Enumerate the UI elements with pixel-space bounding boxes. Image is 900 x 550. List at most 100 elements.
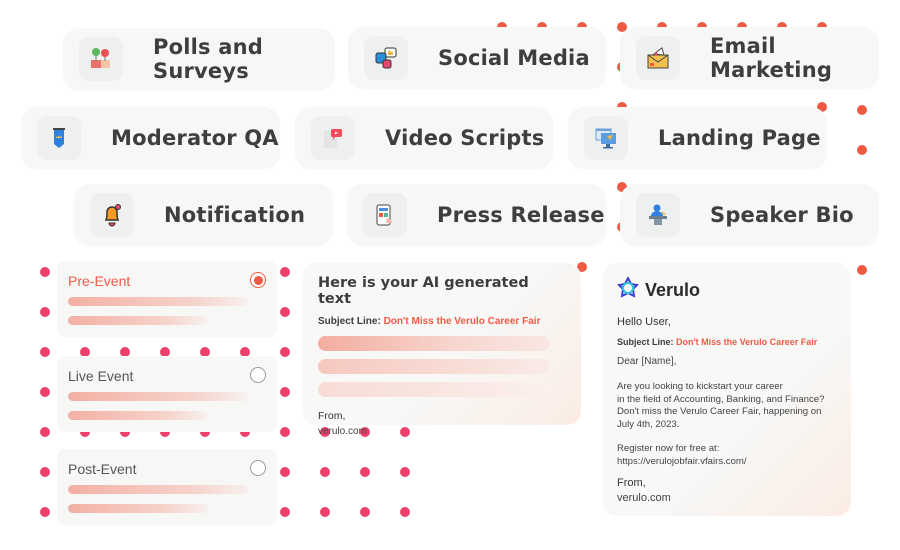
decor-dot: [857, 265, 867, 275]
subject-line: Subject Line: Don't Miss the Verulo Care…: [318, 316, 565, 327]
email-body: Are you looking to kickstart your career…: [617, 381, 837, 431]
chip-notification[interactable]: Notification: [74, 184, 333, 246]
chip-label: Video Scripts: [385, 126, 545, 150]
stage-radio[interactable]: [250, 460, 266, 476]
chip-label: Notification: [164, 203, 306, 227]
register-line: Register now for free at:: [617, 443, 720, 454]
chip-polls-and-surveys[interactable]: Polls and Surveys: [63, 28, 335, 90]
chip-social-media[interactable]: Social Media: [348, 27, 606, 89]
decor-dot: [280, 507, 290, 517]
chip-label: Speaker Bio: [710, 203, 854, 227]
decor-dot: [817, 102, 827, 112]
chip-speaker-bio[interactable]: Speaker Bio: [620, 184, 879, 246]
decor-dot: [120, 427, 130, 437]
decor-dot: [360, 467, 370, 477]
social-media-icon: [364, 36, 408, 80]
chip-label: Email Marketing: [710, 34, 833, 82]
press-release-tablet-icon: [363, 193, 407, 237]
video-script-icon: [311, 116, 355, 160]
decor-dot: [280, 387, 290, 397]
brand: Verulo: [616, 275, 837, 304]
decor-dot: [320, 507, 330, 517]
body-line: Are you looking to kickstart your career: [617, 381, 783, 392]
chip-label: Landing Page: [658, 126, 821, 150]
decor-dot: [360, 507, 370, 517]
chip-label: Moderator QA: [111, 126, 279, 150]
subject-value: Don't Miss the Verulo Career Fair: [383, 316, 541, 327]
decor-dot: [400, 467, 410, 477]
subject-key: Subject Line:: [617, 337, 674, 347]
decor-dot: [577, 262, 587, 272]
stage-radio-selected[interactable]: [250, 272, 266, 288]
decor-dot: [160, 427, 170, 437]
decor-dot: [40, 347, 50, 357]
decor-dot: [857, 105, 867, 115]
decor-dot: [280, 467, 290, 477]
decor-dot: [280, 347, 290, 357]
subject-line: Subject Line: Don't Miss the Verulo Care…: [617, 337, 837, 347]
stage-label: Live Event: [68, 368, 134, 384]
event-stage-post-event[interactable]: Post-Event: [57, 449, 277, 525]
subject-key: Subject Line:: [318, 316, 381, 327]
moderator-badge-icon: [37, 116, 81, 160]
decor-dot: [40, 387, 50, 397]
event-stage-live-event[interactable]: Live Event: [57, 356, 277, 432]
subject-value: Don't Miss the Verulo Career Fair: [676, 337, 818, 347]
speaker-podium-icon: [636, 193, 680, 237]
decor-dot: [280, 267, 290, 277]
decor-dot: [40, 267, 50, 277]
placeholder-line: [318, 359, 550, 374]
decor-dot: [80, 427, 90, 437]
decor-dot: [80, 347, 90, 357]
decor-dot: [160, 347, 170, 357]
decor-dot: [280, 307, 290, 317]
placeholder-line: [318, 382, 550, 397]
decor-dot: [40, 467, 50, 477]
decor-dot: [400, 507, 410, 517]
chip-email-marketing[interactable]: Email Marketing: [620, 27, 879, 89]
decor-dot: [40, 307, 50, 317]
decor-dot: [280, 427, 290, 437]
body-line: in the field of Accounting, Banking, and…: [617, 393, 825, 405]
body-line: July 4th, 2023.: [617, 418, 680, 430]
decor-dot: [200, 347, 210, 357]
decor-dot: [320, 427, 330, 437]
decor-dot: [400, 427, 410, 437]
chip-video-scripts[interactable]: Video Scripts: [295, 107, 553, 169]
stage-label: Post-Event: [68, 461, 137, 477]
signoff: From,: [617, 477, 646, 489]
decor-dot: [240, 427, 250, 437]
email-marketing-icon: [636, 36, 680, 80]
chip-press-release[interactable]: Press Release: [347, 184, 606, 246]
decor-dot: [360, 427, 370, 437]
placeholder-line: [68, 297, 248, 306]
decor-dot: [857, 145, 867, 155]
email-preview-card: Verulo Hello User, Subject Line: Don't M…: [603, 263, 851, 516]
decor-dot: [40, 427, 50, 437]
chip-landing-page[interactable]: Landing Page: [568, 107, 827, 169]
chip-label: Polls and Surveys: [153, 35, 263, 83]
verulo-logo-icon: [616, 275, 640, 304]
chip-label: Social Media: [438, 46, 590, 70]
body-line: Don't miss the Verulo Career Fair, happe…: [617, 406, 822, 417]
register-link[interactable]: https://verulojobfair.vfairs.com/: [617, 455, 747, 467]
decor-dot: [240, 347, 250, 357]
placeholder-line: [68, 316, 208, 325]
bell-icon: [90, 193, 134, 237]
placeholder-line: [68, 504, 208, 513]
decor-dot: [617, 22, 627, 32]
decor-dot: [320, 467, 330, 477]
brand-name: Verulo: [645, 280, 701, 300]
placeholder-line: [68, 392, 248, 401]
landing-page-monitor-icon: [584, 116, 628, 160]
signoff-site: verulo.com: [318, 426, 367, 437]
event-stage-pre-event[interactable]: Pre-Event: [57, 261, 277, 337]
chip-moderator-qa[interactable]: Moderator QA: [21, 107, 280, 169]
stage-label: Pre-Event: [68, 273, 131, 289]
decor-dot: [120, 347, 130, 357]
placeholder-line: [318, 336, 550, 351]
stage-radio[interactable]: [250, 367, 266, 383]
decor-dot: [200, 427, 210, 437]
ai-generated-text-card: Here is your AI generated text Subject L…: [302, 263, 581, 437]
salutation: Dear [Name],: [617, 356, 677, 367]
